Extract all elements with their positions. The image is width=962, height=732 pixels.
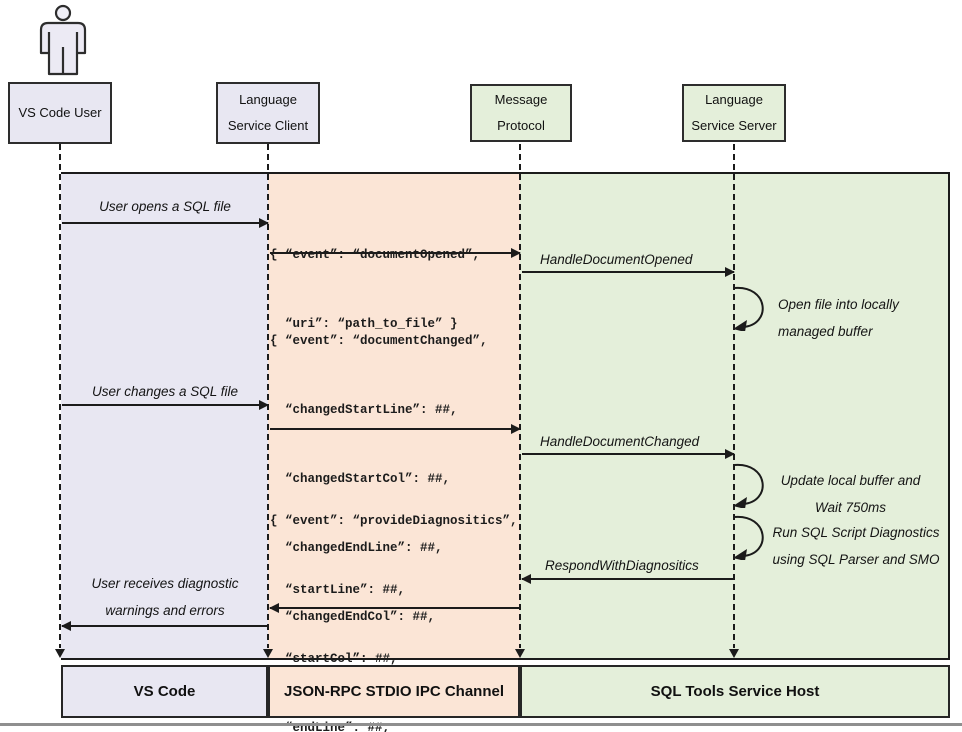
lane-right-border [948,172,950,658]
self-loop-run-diagnostics-icon [733,515,764,560]
note-line: using SQL Parser and SMO [772,552,940,567]
lifeline-end-arrow-icon [263,649,273,658]
note-update-buffer: Update local buffer and Wait 750ms [763,467,938,521]
json-line: “changedStartLine”: ##, [270,403,458,417]
arrowhead-right-icon [259,218,269,228]
footer-label: SQL Tools Service Host [650,683,820,700]
participant-label: Language [705,92,763,107]
message-label-line: User receives diagnostic [91,576,239,591]
participant-language-service-server: Language Service Server [682,84,786,142]
self-loop-open-file-icon [733,286,764,331]
footer-label: JSON-RPC STDIO IPC Channel [283,683,505,700]
note-run-diagnostics: Run SQL Script Diagnostics using SQL Par… [760,519,952,573]
json-line: “changedStartCol”: ##, [270,472,451,486]
message-arrow-document-changed [270,424,521,434]
json-message-document-opened: { “event”: “documentOpened”, “uri”: “pat… [270,198,480,382]
footer-box-ipc-channel: JSON-RPC STDIO IPC Channel [268,665,520,718]
participant-label: Service Client [227,118,309,133]
lifeline-end-arrow-icon [729,649,739,658]
json-line: “endLine”: ##, [270,721,391,732]
message-arrow-document-opened [270,248,521,258]
message-arrow-diagnostics-to-client [269,603,520,613]
message-label-open-file: User opens a SQL file [99,199,231,214]
lifeline-client [267,144,269,648]
arrowhead-left-icon [61,621,71,631]
bottom-divider [0,723,962,726]
message-label-respond-with-diagnostics: RespondWithDiagnositics [545,558,699,573]
lane-top-border [61,172,950,174]
note-open-file: Open file into locally managed buffer [778,291,899,345]
message-arrow-open-file [62,218,269,228]
arrowhead-right-icon [511,248,521,258]
json-line: “changedEndCol”: ##, [270,610,436,624]
json-line: “changedEndLine”: ##, [270,541,443,555]
arrowhead-right-icon [259,400,269,410]
lifeline-end-arrow-icon [515,649,525,658]
participant-label: Message [494,92,548,107]
message-label-line: warnings and errors [105,603,225,618]
message-label-handle-document-changed: HandleDocumentChanged [540,434,700,449]
footer-box-service-host: SQL Tools Service Host [520,665,950,718]
arrowhead-right-icon [725,449,735,459]
participant-label: VS Code User [18,105,102,120]
message-label-handle-document-opened: HandleDocumentOpened [540,252,693,267]
note-line: Run SQL Script Diagnostics [772,525,940,540]
footer-label: VS Code [133,683,196,700]
json-line: “startLine”: ##, [270,583,406,597]
lifeline-protocol [519,144,521,648]
message-arrow-handle-document-changed [522,449,735,459]
note-line: Open file into locally [778,297,899,312]
json-line: { “event”: “documentOpened”, [270,248,481,262]
note-line: managed buffer [778,324,873,339]
arrowhead-right-icon [511,424,521,434]
arrowhead-left-icon [521,574,531,584]
participant-label: Language [239,92,297,107]
json-line: “uri”: “path_to_file” } [270,317,458,331]
arrowhead-left-icon [269,603,279,613]
user-actor-icon [39,4,87,76]
message-arrow-change-file [62,400,269,410]
participant-label: Service Server [691,118,777,133]
arrowhead-right-icon [725,267,735,277]
json-line: { “event”: “provideDiagnositics”, [270,514,518,528]
message-arrow-receive-diagnostics [61,621,268,631]
message-label-change-file: User changes a SQL file [91,384,239,399]
footer-box-vscode: VS Code [61,665,268,718]
json-line: { “event”: “documentChanged”, [270,334,488,348]
message-arrow-handle-document-opened [522,267,735,277]
lifeline-end-arrow-icon [55,649,65,658]
lifeline-server [733,144,735,648]
note-line: Wait 750ms [814,500,887,515]
participant-vscode-user: VS Code User [8,82,112,144]
note-line: Update local buffer and [780,473,921,488]
baseline [61,658,950,660]
self-loop-update-buffer-icon [733,463,764,508]
lifeline-user [59,144,61,648]
lane-vscode [61,172,268,658]
participant-label: Protocol [497,118,545,133]
message-label-receive-diagnostics: User receives diagnostic warnings and er… [62,570,268,624]
message-arrow-respond-with-diagnostics [521,574,734,584]
participant-language-service-client: Language Service Client [216,82,320,144]
participant-message-protocol: Message Protocol [470,84,572,142]
